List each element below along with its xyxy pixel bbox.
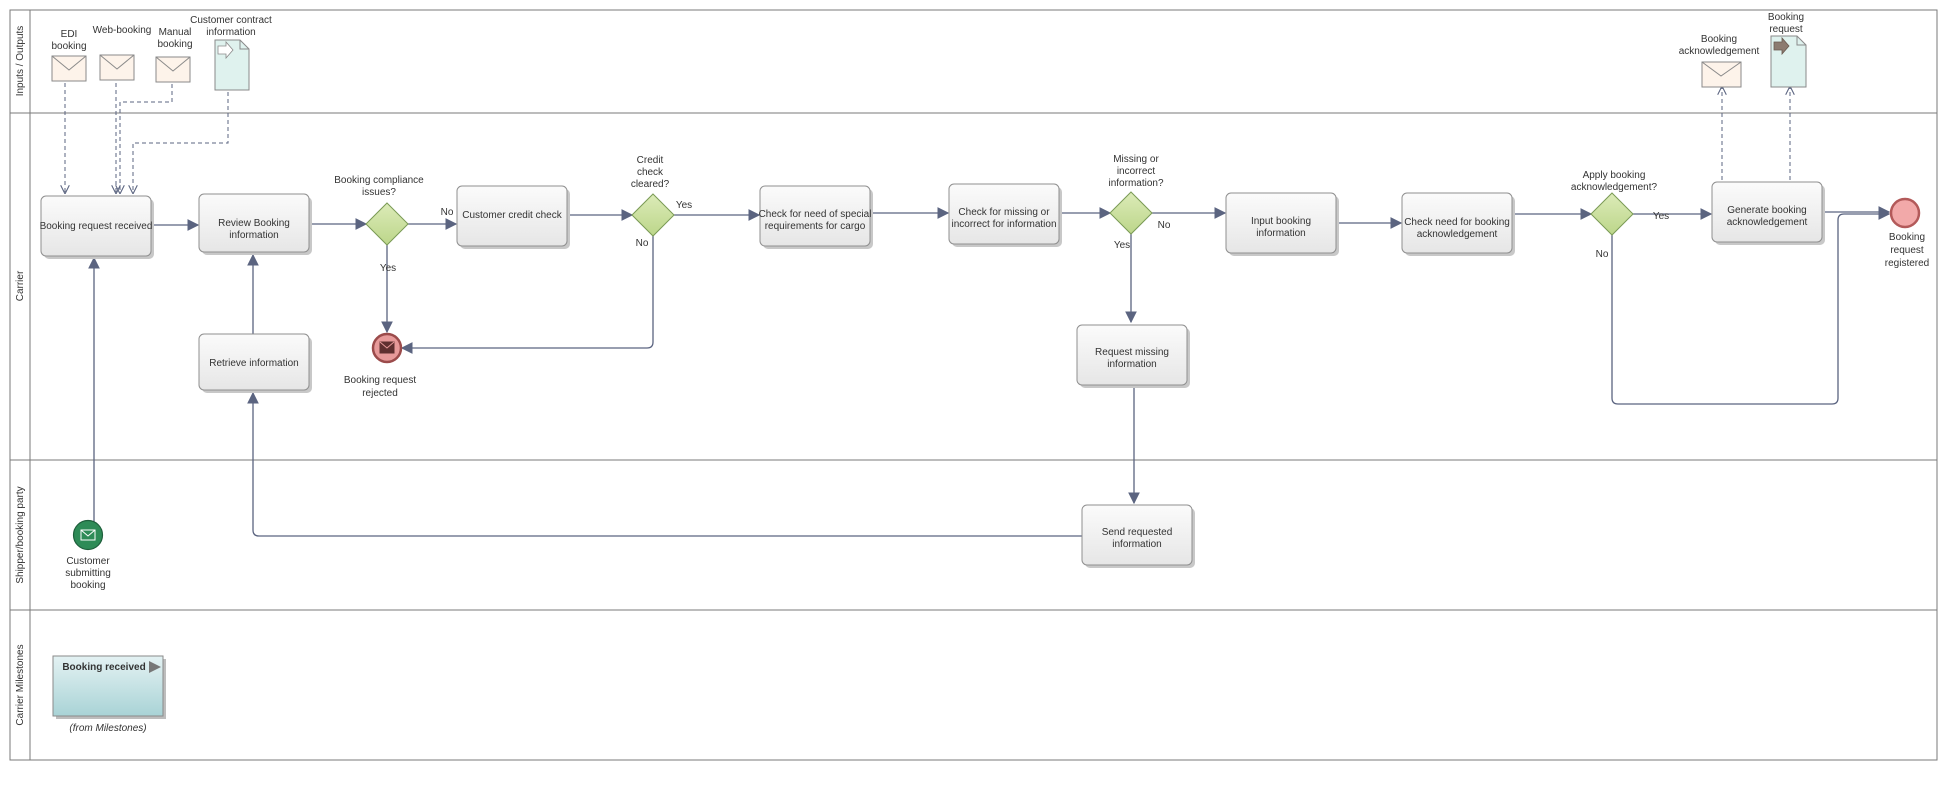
task-review-booking-information[interactable]: Review Booking information — [198, 193, 312, 255]
task-label: Send requested — [1102, 527, 1173, 538]
input-label-web: Web-booking — [93, 25, 152, 36]
envelope-icon — [99, 54, 135, 81]
lane-title-io: Inputs / Outputs — [15, 26, 26, 97]
gateway-label: check — [637, 167, 664, 178]
task-label: information — [229, 230, 278, 241]
task-label: Customer credit check — [462, 210, 562, 221]
input-label-manual-1: Manual — [159, 27, 192, 38]
end-event-booking-rejected[interactable] — [371, 332, 403, 364]
gateway-label: cleared? — [631, 179, 670, 190]
lane-title-shipper: Shipper/booking party — [15, 486, 26, 583]
task-label: Check for missing or — [958, 207, 1050, 218]
flow-credit-no — [400, 236, 654, 354]
data-associations — [65, 83, 1790, 193]
envelope-icon — [155, 56, 191, 83]
event-label: booking — [70, 580, 105, 591]
output-label-request-1: Booking — [1768, 12, 1804, 23]
gateway-label: Credit — [637, 155, 664, 166]
flow-label-missing-no: No — [1158, 220, 1171, 231]
milestone-booking-received[interactable]: Booking received — [52, 655, 166, 719]
task-label: Input booking — [1251, 216, 1311, 227]
lane-title-milestones: Carrier Milestones — [15, 644, 26, 725]
output-label-ack-1: Booking — [1701, 34, 1737, 45]
flow-apply-no — [1611, 208, 1891, 405]
task-label: Check need for booking — [1404, 217, 1510, 228]
flow-label-apply-yes: Yes — [1653, 211, 1669, 222]
task-label: Generate booking — [1727, 205, 1807, 216]
event-label: rejected — [362, 388, 398, 399]
task-label: acknowledgement — [1727, 217, 1808, 228]
task-check-missing-information[interactable]: Check for missing or incorrect for infor… — [948, 183, 1062, 247]
flow-send-to-retrieve — [247, 391, 1082, 537]
gateway-label: Booking compliance — [334, 175, 424, 186]
flow-label-compliance-yes: Yes — [380, 263, 396, 274]
assoc-contract — [133, 92, 229, 193]
event-label: submitting — [65, 568, 111, 579]
task-label: incorrect for information — [951, 219, 1056, 230]
flow-label-apply-no: No — [1596, 249, 1609, 260]
sequence-flows — [88, 206, 1891, 537]
gateway-label: information? — [1108, 178, 1163, 189]
document-icon — [1770, 35, 1807, 88]
task-check-need-for-acknowledgement[interactable]: Check need for booking acknowledgement — [1401, 192, 1515, 256]
task-check-special-requirements[interactable]: Check for need of special requirements f… — [759, 185, 873, 249]
task-label: information — [1112, 539, 1161, 550]
task-label: information — [1256, 228, 1305, 239]
gateway-label: incorrect — [1117, 166, 1156, 177]
event-label: request — [1890, 245, 1924, 256]
document-icon — [214, 39, 250, 91]
envelope-icon — [1701, 61, 1742, 88]
gateway-label: Missing or — [1113, 154, 1159, 165]
task-send-requested-information[interactable]: Send requested information — [1081, 504, 1195, 568]
task-label: Check for need of special — [759, 209, 872, 220]
task-generate-booking-acknowledgement[interactable]: Generate booking acknowledgement — [1711, 181, 1825, 245]
output-label-request-2: request — [1769, 24, 1803, 35]
task-label: Request missing — [1095, 347, 1169, 358]
end-event-booking-registered[interactable] — [1889, 197, 1921, 229]
gateway-credit-check[interactable] — [631, 193, 675, 237]
gateway-label: acknowledgement? — [1571, 182, 1658, 193]
lane-title-carrier: Carrier — [15, 270, 26, 301]
task-label: Booking request received — [40, 221, 153, 232]
gateway-booking-compliance[interactable] — [365, 202, 409, 246]
task-customer-credit-check[interactable]: Customer credit check — [456, 185, 570, 249]
event-label: Booking request — [344, 375, 416, 386]
output-label-ack-2: acknowledgement — [1679, 46, 1760, 57]
gateway-label: Apply booking — [1583, 170, 1646, 181]
task-input-booking-information[interactable]: Input booking information — [1225, 192, 1339, 256]
task-booking-request-received[interactable]: Booking request received — [40, 195, 154, 259]
task-label: Review Booking — [218, 218, 290, 229]
gateway-apply-acknowledgement[interactable] — [1590, 192, 1634, 236]
task-label: information — [1107, 359, 1156, 370]
assoc-manual — [120, 84, 173, 193]
task-request-missing-information[interactable]: Request missing information — [1076, 324, 1190, 388]
input-label-manual-2: booking — [157, 39, 192, 50]
milestone-source: (from Milestones) — [69, 723, 146, 734]
input-label-contract-2: information — [206, 27, 255, 38]
input-label-edi-2: booking — [51, 41, 86, 52]
event-label: Booking — [1889, 232, 1925, 243]
task-label: acknowledgement — [1417, 229, 1498, 240]
gateway-missing-information[interactable] — [1109, 191, 1153, 235]
start-event-customer-submitting[interactable] — [72, 519, 104, 551]
flow-label-missing-yes: Yes — [1114, 240, 1130, 251]
envelope-icon — [80, 529, 96, 541]
input-label-contract-1: Customer contract — [190, 15, 272, 26]
flow-label-credit-no: No — [636, 238, 649, 249]
task-label: requirements for cargo — [765, 221, 866, 232]
milestone-title: Booking received — [62, 662, 145, 673]
gateway-label: issues? — [362, 187, 396, 198]
flow-label-credit-yes: Yes — [676, 200, 692, 211]
task-label: Retrieve information — [209, 358, 298, 369]
envelope-icon — [51, 55, 87, 82]
swimlane-pool — [9, 9, 1938, 761]
envelope-icon — [379, 341, 395, 354]
input-label-edi-1: EDI — [61, 29, 78, 40]
event-label: Customer — [66, 556, 110, 567]
event-label: registered — [1885, 258, 1929, 269]
flow-label-compliance-no: No — [441, 207, 454, 218]
task-retrieve-information[interactable]: Retrieve information — [198, 333, 312, 393]
